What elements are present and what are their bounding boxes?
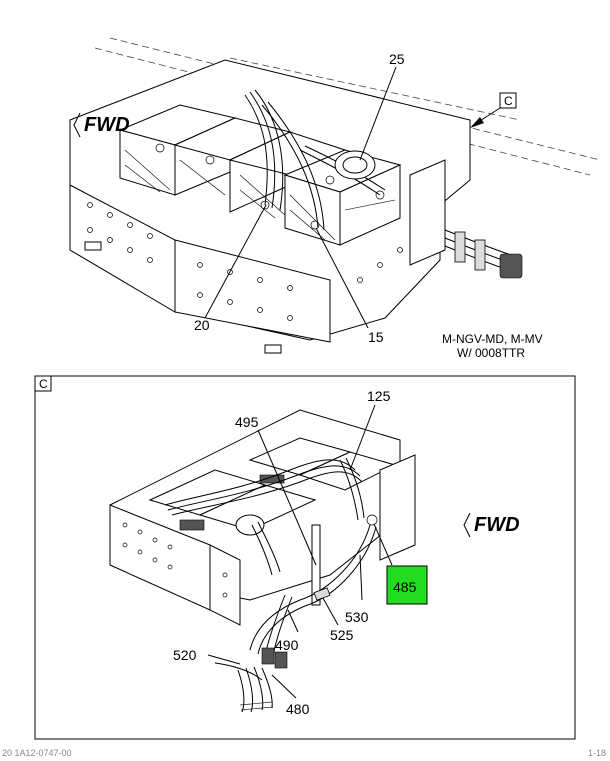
battery-terminals bbox=[155, 143, 385, 230]
detail-frame bbox=[34, 375, 576, 740]
callout-20: 20 bbox=[194, 317, 210, 333]
view-arrow-head bbox=[470, 117, 484, 128]
callout-495: 495 bbox=[235, 414, 259, 430]
leader-line bbox=[349, 404, 376, 471]
top-view-illustration bbox=[69, 37, 601, 354]
callout-25: 25 bbox=[389, 51, 405, 67]
leader-line bbox=[322, 597, 339, 626]
cable-530 bbox=[249, 524, 371, 651]
cable-530 bbox=[257, 526, 377, 655]
callout-490: 490 bbox=[275, 637, 299, 653]
fwd-arrow-icon bbox=[73, 112, 81, 138]
callout-520: 520 bbox=[173, 647, 197, 663]
callout-480: 480 bbox=[286, 701, 310, 717]
leader-line bbox=[204, 204, 267, 319]
fwd-indicator-top: FWD bbox=[73, 112, 130, 138]
view-ref-label: C bbox=[504, 94, 513, 108]
detail-frame-label-box bbox=[34, 375, 52, 392]
clamp-525 bbox=[313, 587, 331, 601]
right-harness bbox=[409, 159, 523, 279]
detail-cable-bundle bbox=[164, 457, 365, 576]
detail-frame-label: C bbox=[39, 377, 48, 391]
frame-outline bbox=[229, 57, 521, 121]
detail-tray-side bbox=[209, 544, 241, 626]
detail-rear-bracket bbox=[379, 454, 416, 561]
applicability-note-line2: W/ 0008TTR bbox=[457, 346, 525, 360]
fwd-label-detail: FWD bbox=[474, 514, 520, 536]
harness-520 bbox=[214, 647, 288, 713]
terminal-485 bbox=[366, 514, 378, 526]
leader-line bbox=[207, 654, 241, 665]
mounting-foot bbox=[264, 344, 282, 354]
detail-tray-holes bbox=[122, 522, 228, 598]
detail-illustration bbox=[109, 404, 416, 713]
applicability-note-line1: M-NGV-MD, M-MV bbox=[442, 332, 543, 346]
cable-bundle bbox=[244, 89, 386, 231]
leader-line bbox=[373, 523, 393, 566]
leader-line bbox=[359, 66, 397, 161]
frame-outline bbox=[109, 37, 601, 161]
leader-line bbox=[315, 227, 369, 329]
fwd-label-top: FWD bbox=[84, 114, 130, 136]
callout-485[interactable]: 485 bbox=[393, 579, 417, 595]
leader-line bbox=[359, 554, 363, 601]
leader-line bbox=[257, 429, 317, 566]
fwd-indicator-detail: FWD bbox=[463, 512, 520, 538]
tray-holes bbox=[87, 202, 423, 321]
highlighted-part-485[interactable] bbox=[386, 565, 428, 605]
callout-15: 15 bbox=[368, 329, 384, 345]
callout-125: 125 bbox=[367, 388, 391, 404]
fwd-arrow-icon bbox=[463, 512, 471, 538]
callout-530: 530 bbox=[345, 609, 369, 625]
mounting-foot bbox=[84, 241, 102, 251]
footer-page: 1-18 bbox=[587, 748, 606, 758]
cable-reel bbox=[334, 150, 376, 180]
view-ref-box bbox=[499, 92, 517, 109]
leader-line bbox=[271, 674, 297, 699]
footer-doc-id: 20 1A12-0747-00 bbox=[2, 748, 72, 758]
callout-525: 525 bbox=[330, 627, 354, 643]
leader-line bbox=[287, 609, 299, 633]
